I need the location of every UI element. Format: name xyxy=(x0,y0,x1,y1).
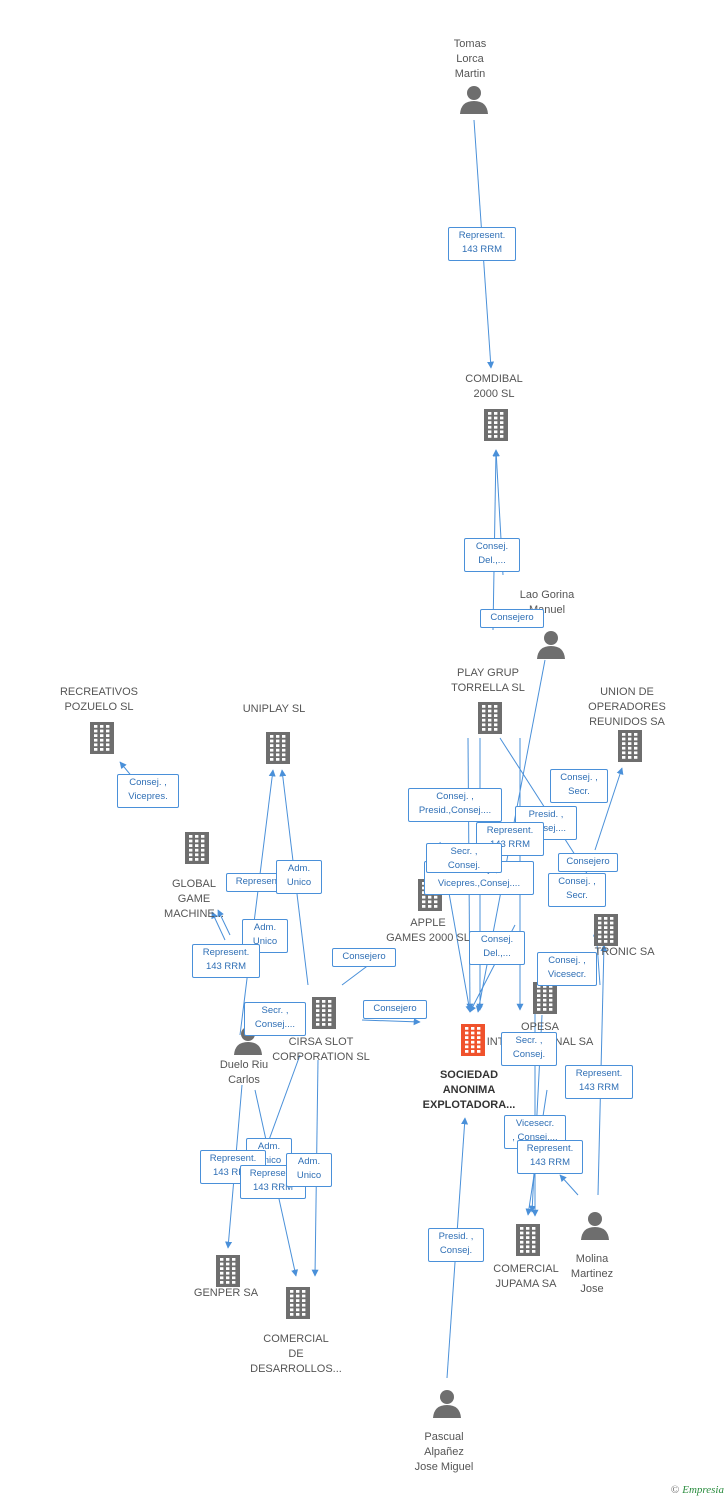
edge-label-2[interactable]: Consejero xyxy=(480,609,544,628)
node-label-uniplay[interactable]: UNIPLAY SL xyxy=(242,703,306,715)
node-label-comercial_des[interactable]: COMERCIAL DE DESARROLLOS... xyxy=(250,1333,342,1375)
building-icon-playgrup[interactable] xyxy=(478,702,502,734)
person-icon-tomas[interactable] xyxy=(460,86,488,114)
building-icon-global[interactable] xyxy=(185,832,209,864)
edge-label-19[interactable]: Adm. Unico xyxy=(242,919,288,953)
edge-label-23[interactable]: Consejero xyxy=(363,1000,427,1019)
building-icon-recreativos[interactable] xyxy=(90,722,114,754)
edge-line-17 xyxy=(217,909,231,936)
node-label-jupama[interactable]: COMERCIAL JUPAMA SA xyxy=(493,1263,559,1290)
building-icon-uniplay[interactable] xyxy=(266,732,290,764)
node-label-combidal[interactable]: COMDIBAL 2000 SL xyxy=(465,373,523,400)
edge-line-23 xyxy=(361,1018,421,1026)
node-label-duelo[interactable]: Duelo Riu Carlos xyxy=(219,1059,269,1086)
person-icon-molina[interactable] xyxy=(581,1212,609,1240)
edge-label-27[interactable]: Adm. Unico xyxy=(286,1153,332,1187)
edge-label-5[interactable]: Consej. , Presid.,Consej.... xyxy=(408,788,502,822)
node-label-tomas[interactable]: Tomas Lorca Martin xyxy=(453,38,487,80)
node-label-apple[interactable]: APPLE GAMES 2000 SL xyxy=(386,917,470,944)
building-icon-comercial_des[interactable] xyxy=(286,1287,310,1319)
edge-label-21[interactable]: Secr. , Consej.... xyxy=(244,1002,306,1036)
node-label-sae[interactable]: SOCIEDAD ANONIMA EXPLOTADORA... xyxy=(422,1069,516,1111)
person-icon-lao[interactable] xyxy=(537,631,565,659)
node-label-tronic[interactable]: ...TRONIC SA xyxy=(585,946,655,958)
edge-label-12[interactable]: Consej. , Vicesecr. xyxy=(537,952,597,986)
edge-label-18[interactable]: Adm. Unico xyxy=(276,860,322,894)
edge-label-8[interactable]: Consejero xyxy=(558,853,618,872)
building-icon-jupama[interactable] xyxy=(516,1224,540,1256)
edge-label-22[interactable]: Consejero xyxy=(332,948,396,967)
edge-line-20 xyxy=(211,911,226,941)
edge-label-11[interactable]: Consej. Del.,... xyxy=(469,931,525,965)
edge-label-4[interactable]: Consej. , Secr. xyxy=(550,769,608,803)
node-label-lao[interactable]: Lao Gorina Manuel xyxy=(519,589,575,616)
edge-label-29[interactable]: Secr. , Consej. xyxy=(426,843,502,873)
building-icon-combidal[interactable] xyxy=(484,409,508,441)
edge-line-5 xyxy=(594,767,624,851)
building-icon-cirsa[interactable] xyxy=(312,997,336,1029)
node-label-cirsa[interactable]: CIRSA SLOT CORPORATION SL xyxy=(272,1036,370,1063)
node-label-recreativos[interactable]: RECREATIVOS POZUELO SL xyxy=(59,686,139,713)
person-icon-pascual[interactable] xyxy=(433,1390,461,1418)
node-label-molina[interactable]: Molina Martinez Jose xyxy=(570,1253,614,1295)
node-label-union[interactable]: UNION DE OPERADORES REUNIDOS SA xyxy=(588,686,666,728)
brand-watermark: ©Empresia xyxy=(670,1484,724,1496)
node-label-genper[interactable]: GENPER SA xyxy=(193,1287,259,1299)
building-icon-opesa[interactable] xyxy=(533,982,557,1014)
edge-label-14[interactable]: Represent. 143 RRM xyxy=(565,1065,633,1099)
edge-label-3[interactable]: Consej. , Vicepres. xyxy=(117,774,179,808)
building-icon-tronic[interactable] xyxy=(594,914,618,946)
node-label-playgrup[interactable]: PLAY GRUP TORRELLA SL xyxy=(451,667,525,694)
edge-label-9[interactable]: Consej. , Secr. xyxy=(548,873,606,907)
edge-label-0[interactable]: Represent. 143 RRM xyxy=(448,227,516,261)
building-icon-sae[interactable] xyxy=(461,1024,485,1056)
node-label-pascual[interactable]: Pascual Alpañez Jose Miguel xyxy=(414,1431,474,1473)
edge-line-19 xyxy=(239,769,276,1036)
building-icon-union[interactable] xyxy=(618,730,642,762)
edge-label-20[interactable]: Represent. 143 RRM xyxy=(192,944,260,978)
edge-label-28[interactable]: Presid. , Consej. xyxy=(428,1228,484,1262)
node-label-global[interactable]: GLOBAL GAME MACHINE... xyxy=(164,878,224,920)
edge-line-16 xyxy=(559,1174,579,1196)
edge-label-16[interactable]: Represent. 143 RRM xyxy=(517,1140,583,1174)
building-icon-genper[interactable] xyxy=(216,1255,240,1287)
edge-label-13[interactable]: Secr. , Consej. xyxy=(501,1032,557,1066)
edge-label-1[interactable]: Consej. Del.,... xyxy=(464,538,520,572)
